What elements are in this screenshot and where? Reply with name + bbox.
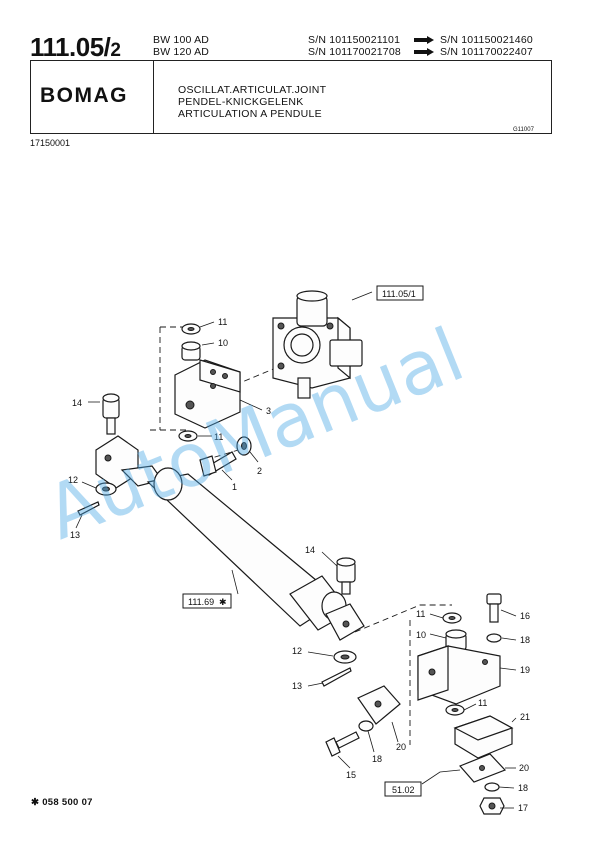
- part-group-sub: 2: [110, 40, 121, 61]
- callout-19: 19: [520, 665, 530, 675]
- washer-11-hole: [184, 434, 192, 438]
- washer-11-hole: [187, 327, 195, 331]
- ref-51-02: 51.02: [392, 785, 415, 795]
- callout-20: 20: [519, 763, 529, 773]
- nut-17: [479, 797, 505, 815]
- ref-111-05-1: 111.05/1: [382, 289, 416, 299]
- cotter-pin-13: [321, 667, 352, 687]
- title-de: PENDEL-KNICKGELENK: [178, 96, 304, 108]
- part-group-main: 111.05/: [30, 32, 111, 62]
- callout-2: 2: [257, 466, 262, 476]
- serial-from-1: S/N 101150021101: [308, 34, 401, 46]
- asterisk-icon: ✱: [219, 597, 227, 607]
- pin-14: [102, 393, 120, 435]
- block-21: [453, 715, 514, 759]
- serial-to-1: S/N 101150021460: [440, 34, 533, 46]
- callout-18: 18: [520, 635, 530, 645]
- callout-17: 17: [518, 803, 528, 813]
- bolt-1: [199, 451, 237, 477]
- callout-3: 3: [266, 406, 271, 416]
- callout-16: 16: [520, 611, 530, 621]
- callout-1: 1: [232, 482, 237, 492]
- washer-18: [484, 782, 500, 792]
- serial-from-2: S/N 101170021708: [308, 46, 401, 58]
- callout-11: 11: [218, 317, 227, 327]
- header-rule-right: [551, 60, 553, 134]
- callout-21: 21: [520, 712, 530, 722]
- serial-to-2: S/N 101170022407: [440, 46, 533, 58]
- washer-2-hole: [241, 442, 247, 450]
- watermark: AutoManual: [35, 312, 476, 557]
- ref-111-69: 111.69: [188, 597, 214, 607]
- callout-13: 13: [70, 530, 80, 540]
- bolt-16: [486, 593, 502, 623]
- callout-18: 18: [518, 783, 528, 793]
- callout-10: 10: [218, 338, 228, 348]
- bracket-3: [174, 359, 241, 429]
- drawing-code: G11007: [513, 127, 534, 133]
- cotter-pin-13: [77, 501, 100, 516]
- header-rule-left: [30, 60, 32, 134]
- title-en: OSCILLAT.ARTICULAT.JOINT: [178, 84, 327, 96]
- callout-14: 14: [72, 398, 82, 408]
- washer-12-hole: [340, 654, 350, 660]
- washer-12-hole: [102, 486, 110, 492]
- assembly-dash-line: [354, 604, 452, 633]
- callout-11: 11: [478, 698, 487, 708]
- document-number: 17150001: [30, 138, 71, 148]
- footer-note: ✱ 058 500 07: [31, 797, 93, 808]
- bracket-19: [417, 645, 501, 705]
- callout-11: 11: [214, 432, 223, 442]
- title-fr: ARTICULATION A PENDULE: [178, 108, 322, 120]
- ref-box-111-05-1: [376, 285, 424, 301]
- pin-14: [336, 557, 356, 595]
- washer-11-hole: [451, 708, 459, 712]
- arrow-right-icon: [414, 48, 434, 56]
- callout-12: 12: [292, 646, 302, 656]
- plate-20: [458, 753, 507, 783]
- callout-18: 18: [372, 754, 382, 764]
- arrow-right-icon: [414, 36, 434, 44]
- header-rule-divider: [153, 60, 155, 134]
- bushing-10: [181, 341, 201, 361]
- washer-18: [486, 633, 502, 643]
- callout-14: 14: [305, 545, 315, 555]
- washer-11-hole: [448, 616, 456, 620]
- plate-20: [357, 685, 401, 725]
- callout-20: 20: [396, 742, 406, 752]
- ref-box-51-02: [384, 781, 422, 797]
- bolt-15: [325, 731, 360, 757]
- model-bw120: BW 120 AD: [153, 46, 210, 58]
- bomag-logo: BOMAG: [40, 84, 128, 107]
- cylinder-right-eye: [325, 603, 365, 641]
- header-rule-bottom: [30, 133, 552, 135]
- bearing-housing-upper: [272, 290, 363, 399]
- washer-18: [358, 720, 374, 732]
- callout-10: 10: [416, 630, 426, 640]
- model-bw100: BW 100 AD: [153, 34, 210, 46]
- callout-15: 15: [346, 770, 356, 780]
- callout-12: 12: [68, 475, 78, 485]
- ref-box-111-69: [182, 593, 232, 609]
- part-group-number: 111.05/2: [30, 32, 121, 63]
- header-rule-top: [30, 60, 552, 62]
- callout-11: 11: [416, 609, 425, 619]
- callout-13: 13: [292, 681, 302, 691]
